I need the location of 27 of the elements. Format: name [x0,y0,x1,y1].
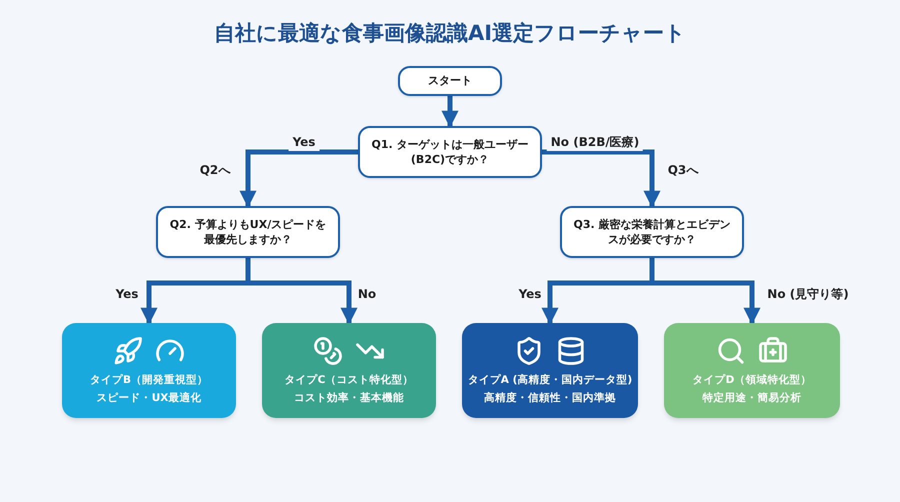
edge-label: No (B2B/医療) [546,133,644,151]
type-heading: タイプD（領域特化型） [692,374,812,388]
question-box [358,126,542,178]
start-box [398,66,502,96]
question-box [560,206,744,258]
type-description: コスト効率・基本機能 [294,392,404,405]
type-description: 特定用途・簡易分析 [702,392,802,405]
question-text: Q1. ターゲットは一般ユーザー(B2C)ですか？ [370,136,530,168]
type-description: スピード・UX最適化 [96,392,202,405]
arrow [442,96,458,128]
question-text: スタート [428,73,472,89]
branch-note: Q3へ [668,162,698,179]
arrow [542,150,660,208]
type-heading: タイプA (高精度・国内データ型) [468,374,632,388]
question-text: Q3. 厳密な栄養計算とエビデンスが必要ですか？ [572,216,732,248]
result-card [62,323,236,418]
type-description: 高精度・信頼性・国内準拠 [484,392,616,405]
type-heading: タイプB（開発重視型） [90,374,208,388]
result-card [462,323,638,418]
title: 自社に最適な食事画像認識AI選定フローチャート [212,20,688,47]
type-heading: タイプC（コスト特化型） [284,374,414,388]
result-card [664,323,840,418]
result-card [262,323,436,418]
question-box [156,206,340,258]
branch-note: Q2へ [200,162,230,179]
arrow [240,150,358,208]
question-text: Q2. 予算よりもUX/スピードを最優先しますか？ [168,216,328,248]
